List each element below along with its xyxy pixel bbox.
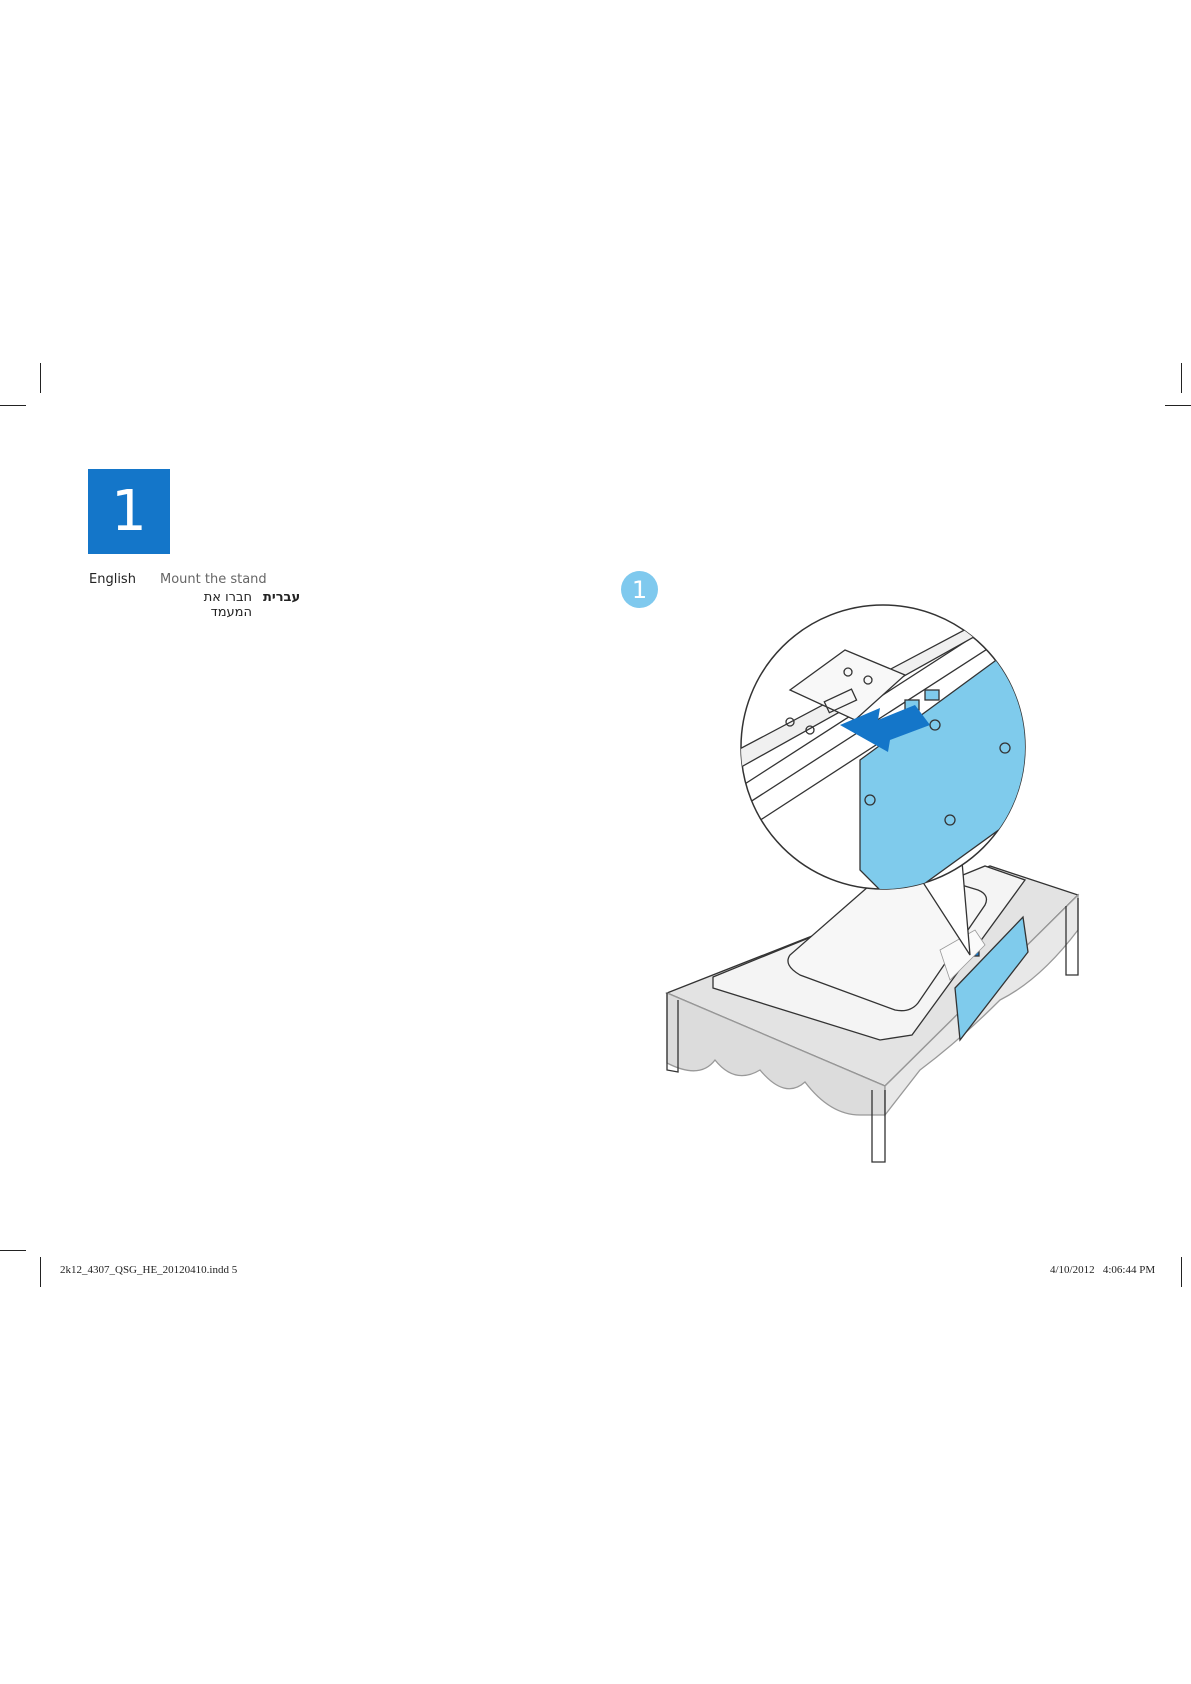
footer-filename: 2k12_4307_QSG_HE_20120410.indd 5 [60,1264,237,1276]
zoom-detail [700,590,1050,905]
mount-stand-illustration [0,0,1191,1300]
table-drawing [667,866,1078,1162]
footer-timestamp: 4/10/2012 4:06:44 PM [1050,1264,1155,1276]
